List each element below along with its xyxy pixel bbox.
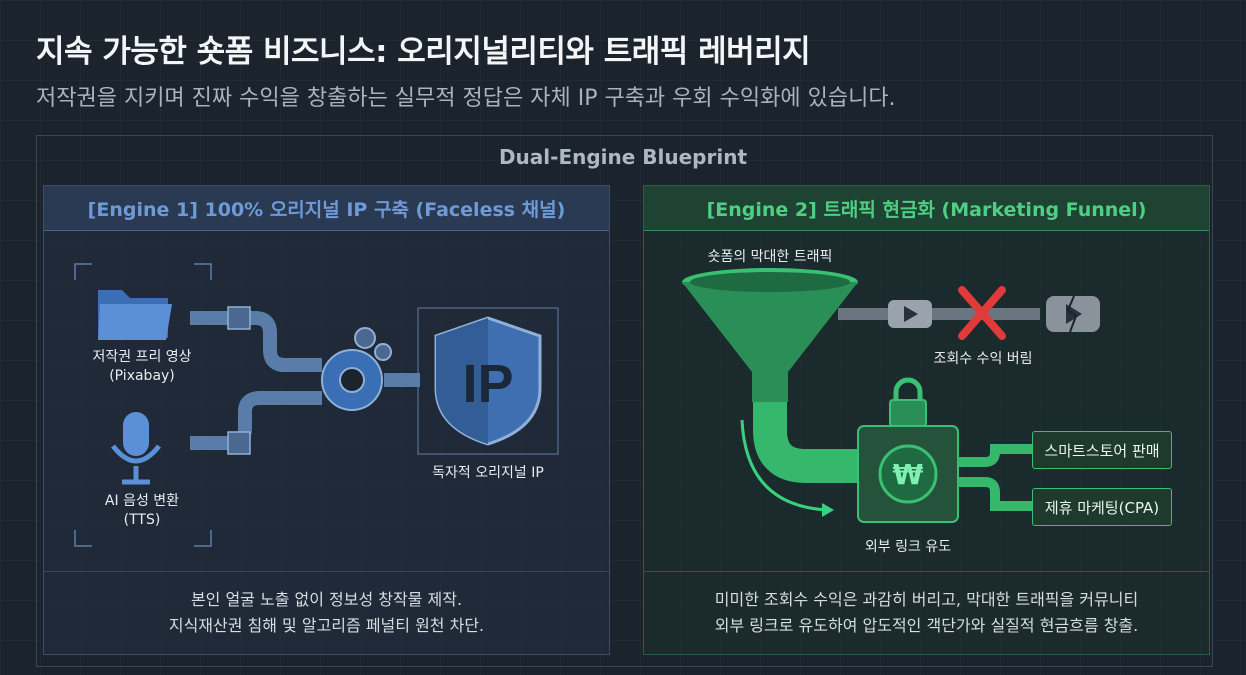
funnel-label: 숏폼의 막대한 트래픽 <box>707 249 833 265</box>
blueprint-frame <box>36 135 1213 667</box>
microphone-icon <box>111 412 161 485</box>
output-pipes <box>958 444 1032 511</box>
engine1-footer-line2: 지식재산권 침해 및 알고리즘 페널티 원천 차단. <box>168 616 485 635</box>
blueprint-label: Dual-Engine Blueprint <box>498 145 748 169</box>
ip-frame <box>417 307 559 455</box>
source2-label: AI 음성 변환 (TTS) <box>78 492 206 530</box>
play-icon <box>888 300 932 328</box>
lock-icon <box>889 377 927 427</box>
engine1-footer-line1: 본인 얼굴 노출 없이 정보성 창작물 제작. <box>190 590 463 610</box>
funnel-icon <box>682 268 858 402</box>
source1-label: 저작권 프리 영상 (Pixabay) <box>78 348 206 386</box>
vault-icon <box>857 425 959 523</box>
shield-ip-text: IP <box>462 354 513 414</box>
engine2-footer-line2: 외부 링크로 유도하여 압도적인 객단가와 실질적 현금흐름 창출. <box>714 616 1139 635</box>
currency-symbol: ₩ <box>893 458 924 491</box>
page-subtitle: 저작권을 지키며 진짜 수익을 창출하는 실무적 정답은 자체 IP 구축과 우… <box>36 86 896 111</box>
source1-label-line2: (Pixabay) <box>109 367 175 384</box>
funnel-pipe <box>753 402 858 483</box>
broken-play-icon <box>1046 295 1100 333</box>
engine2-footer-line1: 미미한 조회수 수익은 과감히 버리고, 막대한 트래픽을 커뮤니티 <box>714 590 1139 610</box>
input-sources-box <box>74 263 212 547</box>
output-smartstore: 스마트스토어 판매 <box>1032 431 1172 469</box>
flow-arrow <box>740 419 829 512</box>
page-title: 지속 가능한 숏폼 비즈니스: 오리지널리티와 트래픽 레버리지 <box>36 34 811 70</box>
engine2-footer: 미미한 조회수 수익은 과감히 버리고, 막대한 트래픽을 커뮤니티 외부 링크… <box>644 571 1209 654</box>
folder-icon <box>98 290 172 340</box>
ip-output-label: 독자적 오리지널 IP <box>432 465 544 481</box>
pipe-valves <box>227 306 251 455</box>
gear-icon <box>321 327 392 411</box>
shield-icon <box>434 316 542 446</box>
source2-label-line1: AI 음성 변환 <box>104 493 180 509</box>
engine2-header: [Engine 2] 트래픽 현금화 (Marketing Funnel) <box>644 186 1209 231</box>
engine1-footer: 본인 얼굴 노출 없이 정보성 창작물 제작. 지식재산권 침해 및 알고리즘 … <box>44 571 609 654</box>
source1-label-line1: 저작권 프리 영상 <box>92 349 192 365</box>
cross-icon <box>958 286 1006 340</box>
discard-label: 조회수 수익 버림 <box>933 351 1033 367</box>
engine1-header: [Engine 1] 100% 오리지널 IP 구축 (Faceless 채널) <box>44 186 609 231</box>
vault-label: 외부 링크 유도 <box>864 539 952 555</box>
source2-label-line2: (TTS) <box>123 511 161 528</box>
output-affiliate-cpa: 제휴 마케팅(CPA) <box>1032 488 1172 526</box>
